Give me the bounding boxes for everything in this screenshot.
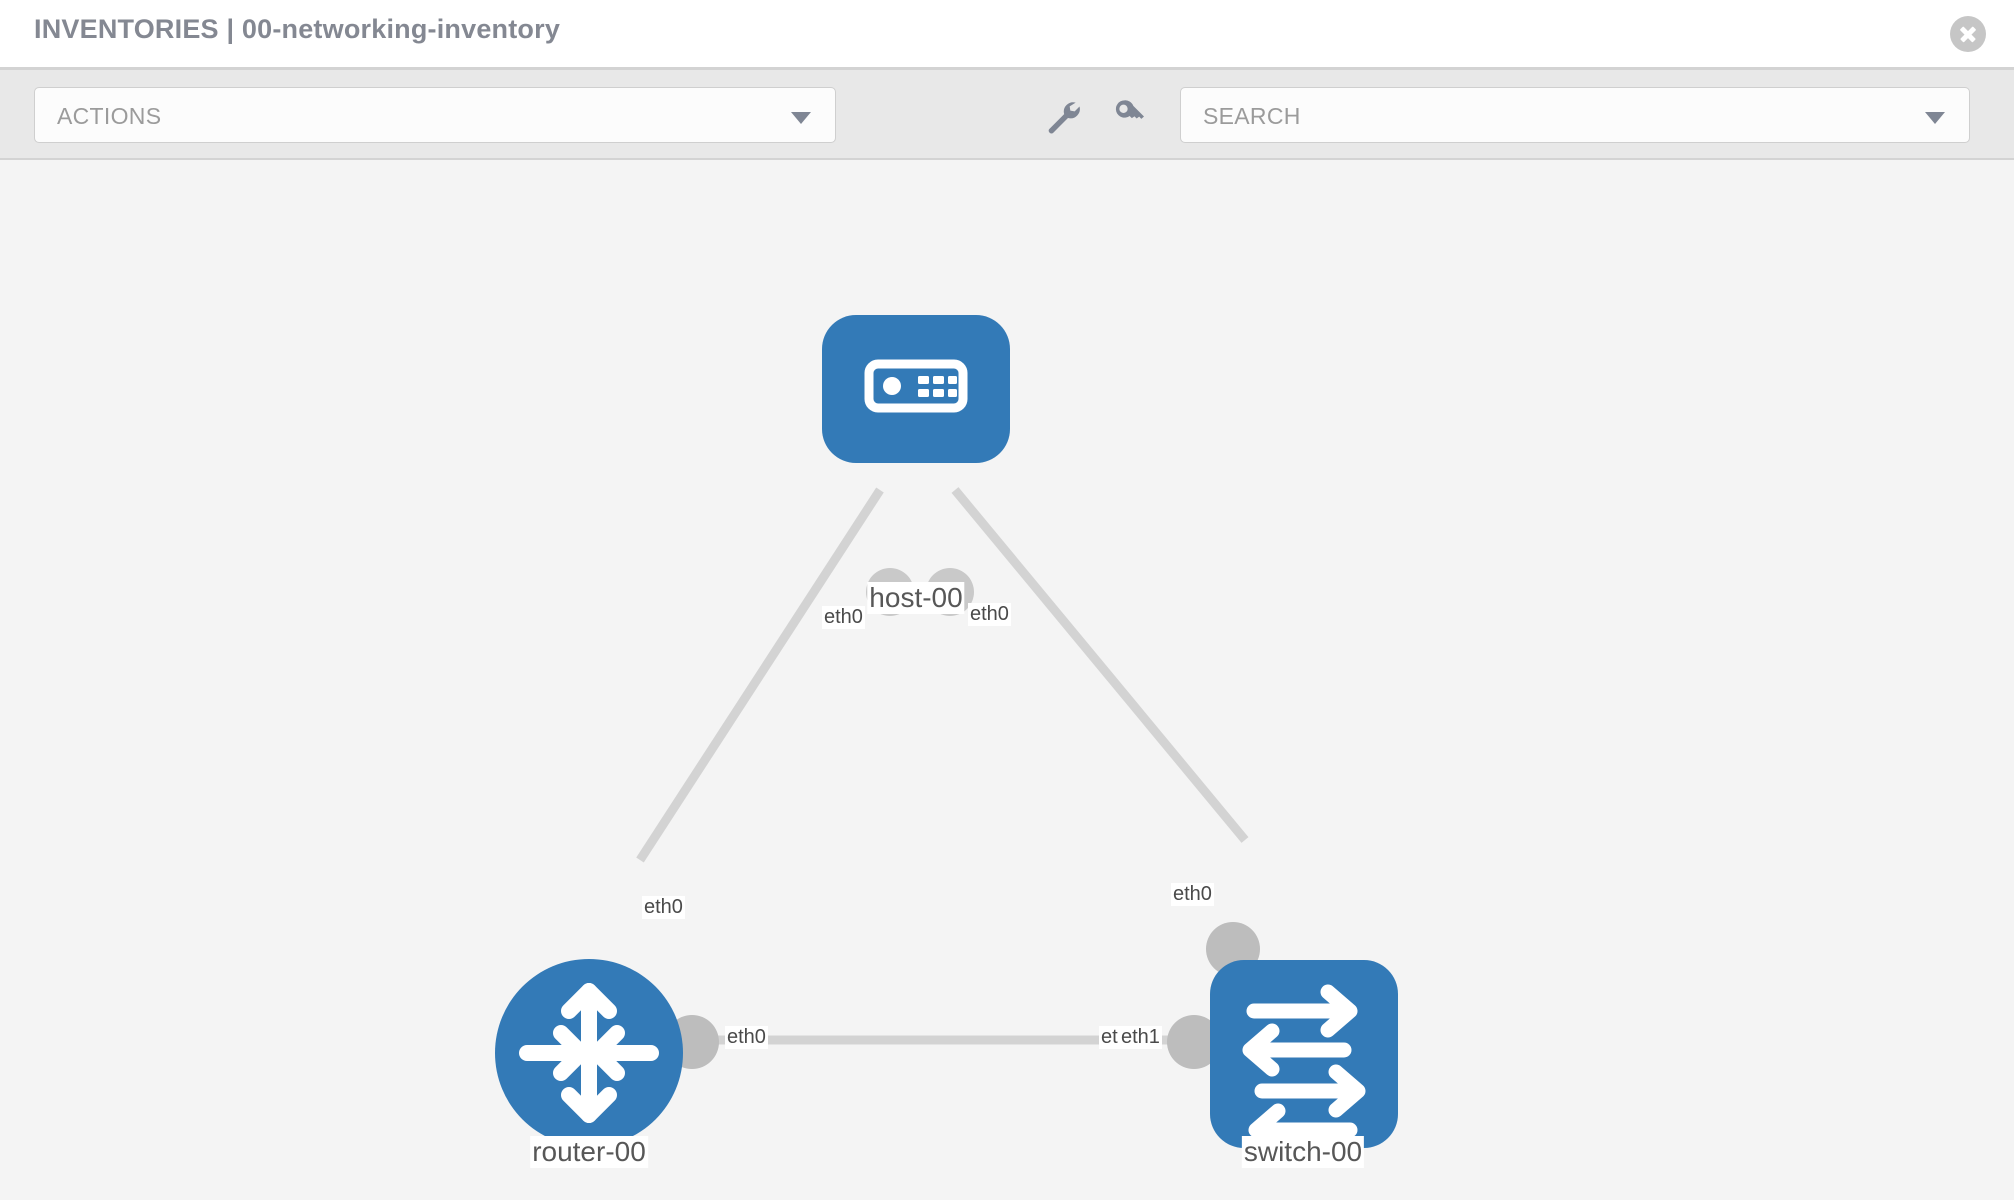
connector-switch00-eth1[interactable] [1167, 1015, 1221, 1069]
iface-label-router00-eth0-uplink: eth0 [642, 896, 685, 919]
chevron-down-icon [1925, 112, 1945, 124]
iface-label-switch00-eth1: eth1 [1119, 1026, 1162, 1049]
actions-dropdown-label: ACTIONS [57, 103, 162, 129]
chevron-down-icon [791, 112, 811, 124]
link-host00-switch00[interactable] [951, 487, 1249, 843]
iface-label-router00-eth0: eth0 [725, 1026, 768, 1049]
search-input[interactable]: SEARCH [1180, 87, 1970, 143]
actions-dropdown[interactable]: ACTIONS [34, 87, 836, 143]
topology-connectors [665, 568, 1260, 1069]
server-icon [864, 359, 968, 413]
page-title: INVENTORIES | 00-networking-inventory [34, 14, 561, 44]
node-label-host-00: host-00 [867, 582, 965, 614]
switch-icon [1242, 984, 1366, 1157]
wrench-icon[interactable] [1042, 95, 1082, 135]
node-host-00[interactable] [822, 315, 1010, 463]
topology-canvas[interactable]: host-00 router-00 switch-00 eth0 eth0 et… [0, 160, 2014, 1200]
iface-label-host00-eth0-right: eth0 [968, 603, 1011, 626]
link-host00-router00[interactable] [636, 487, 884, 863]
topology-graph [495, 315, 1398, 1157]
search-placeholder: SEARCH [1203, 103, 1301, 129]
iface-label-switch00-eth0-uplink: eth0 [1171, 883, 1214, 906]
iface-label-host00-eth0-left: eth0 [822, 606, 865, 629]
node-label-router-00: router-00 [530, 1136, 648, 1168]
node-router-00[interactable] [495, 959, 683, 1147]
node-label-switch-00: switch-00 [1241, 1136, 1365, 1168]
node-switch-00[interactable] [1210, 960, 1398, 1157]
page-header: INVENTORIES | 00-networking-inventory [0, 0, 2014, 70]
router-icon [519, 983, 659, 1123]
close-icon[interactable] [1950, 16, 1986, 52]
toolbar: ACTIONS SEARCH [0, 70, 2014, 160]
key-icon[interactable] [1110, 95, 1150, 135]
